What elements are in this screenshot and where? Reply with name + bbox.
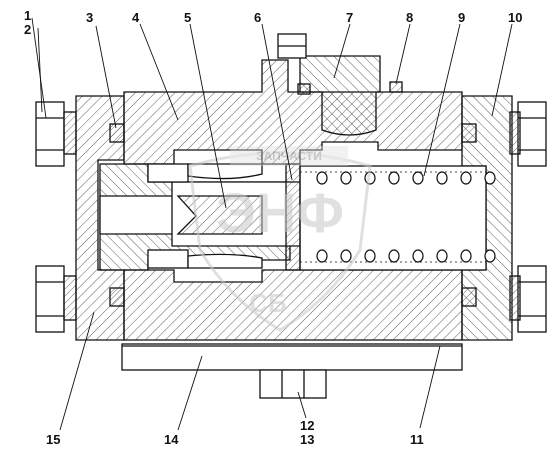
callouts: 1 2 3 4 5 6 7 8 9 10 11 12 13 14 15	[24, 8, 522, 447]
callout-10: 10	[508, 10, 522, 25]
spring-coil-bottom	[460, 249, 472, 263]
spring-coil-bottom	[316, 249, 328, 263]
spring-coil-top	[460, 171, 472, 185]
watermark-lower: СБ	[249, 288, 286, 318]
callout-3: 3	[86, 10, 93, 25]
callout-2: 2	[24, 22, 31, 37]
spring-coil-bottom	[388, 249, 400, 263]
watermark-logo: ЭНФ ЗАПЧАСТИ СБ	[188, 146, 372, 332]
nut-left	[297, 83, 311, 95]
callout-15: 15	[46, 432, 60, 447]
nut-right	[389, 81, 403, 93]
callout-6: 6	[254, 10, 261, 25]
spring-coil-bottom	[484, 249, 496, 263]
watermark-banner: ЗАПЧАСТИ	[256, 149, 322, 163]
valve-seat	[285, 163, 301, 271]
callout-5: 5	[184, 10, 191, 25]
right-fitting-bottom	[509, 265, 547, 333]
top-plug	[277, 33, 381, 136]
seal-ring-top-left	[109, 123, 125, 143]
spring	[300, 171, 496, 263]
watermark-text: ЭНФ	[216, 181, 344, 244]
spring-coil-top	[388, 171, 400, 185]
callout-13: 13	[300, 432, 314, 447]
main-body-upper	[123, 59, 463, 165]
callout-8: 8	[406, 10, 413, 25]
bottom-plate	[121, 343, 463, 371]
main-body-lower	[123, 269, 463, 341]
retaining-clip-top	[147, 163, 263, 183]
callout-4: 4	[132, 10, 140, 25]
callout-11: 11	[410, 432, 424, 447]
callout-1: 1	[24, 8, 31, 23]
seal-ring-bottom-left	[109, 287, 125, 307]
spring-coil-top	[484, 171, 496, 185]
seal-ring-bottom-right	[461, 287, 477, 307]
spring-coil-bottom	[364, 249, 376, 263]
leader-lines	[31, 17, 513, 431]
right-fitting-top	[509, 101, 547, 167]
spring-coil-top	[412, 171, 424, 185]
callout-14: 14	[164, 432, 179, 447]
spring-coil-bottom	[340, 249, 352, 263]
bottom-plug	[259, 369, 327, 399]
spool-rod	[176, 195, 263, 235]
left-fitting-bottom	[35, 265, 77, 333]
callout-12: 12	[300, 418, 314, 433]
left-fitting-top	[35, 101, 77, 167]
spring-coil-bottom	[436, 249, 448, 263]
spring-coil-bottom	[412, 249, 424, 263]
spring-coil-top	[436, 171, 448, 185]
callout-9: 9	[458, 10, 465, 25]
seal-ring-top-right	[461, 123, 477, 143]
callout-7: 7	[346, 10, 353, 25]
